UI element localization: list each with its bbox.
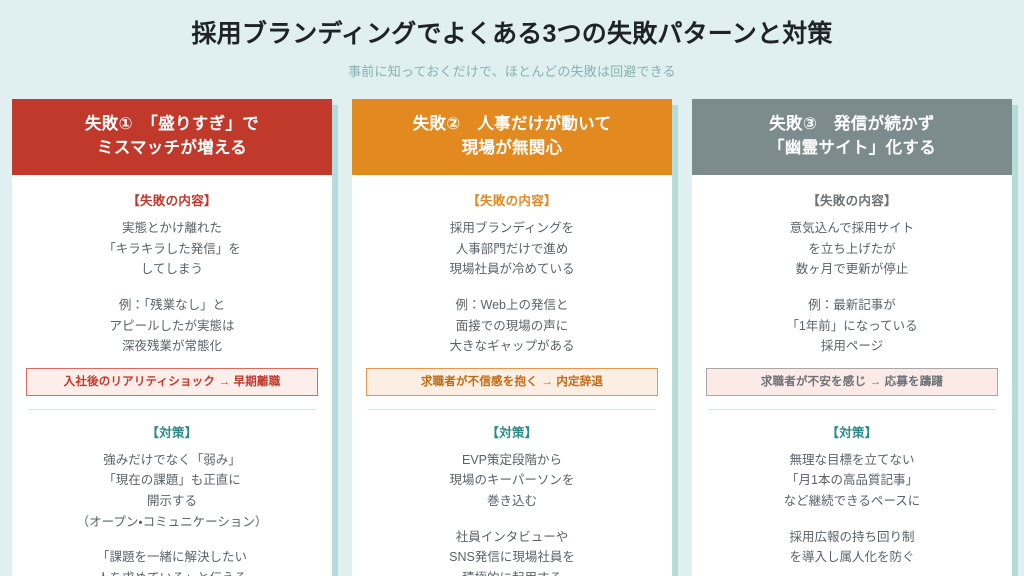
measure-section-label-3: 【対策】 bbox=[826, 425, 878, 440]
failure-section-label-1: 【失敗の内容】 bbox=[127, 194, 217, 208]
measure-description-3b: 採用広報の持ち回り制を導入し属人化を防ぐ bbox=[789, 529, 915, 565]
failure-description-1: 実態とかけ離れた「キラキラした発信」をしてしまう bbox=[103, 221, 241, 277]
section-divider-3 bbox=[708, 408, 996, 410]
card-header-3: 失敗③ 発信が続かず 「幽霊サイト」化する bbox=[692, 98, 1012, 175]
failure-consequence-callout-1: 入社後のリアリティショック → 早期離職 bbox=[26, 367, 318, 396]
failure-example-1: 例：「残業なし」とアピールしたが実態は深夜残業が常態化 bbox=[109, 297, 235, 354]
measure-description-2a: EVP策定段階から現場のキーパーソンを巻き込む bbox=[449, 452, 575, 509]
card-title-line1: 失敗② 人事だけが動いて bbox=[412, 114, 612, 133]
card-title-line2: ミスマッチが増える bbox=[96, 139, 248, 158]
failure-card-2: 失敗② 人事だけが動いて 現場が無関心 【失敗の内容】 採用ブランディングを人事… bbox=[352, 98, 672, 576]
failure-card-3: 失敗③ 発信が続かず 「幽霊サイト」化する 【失敗の内容】 意気込んで採用サイト… bbox=[692, 98, 1012, 576]
failure-card-1: 失敗① 「盛りすぎ」で ミスマッチが増える 【失敗の内容】 実態とかけ離れた「キ… bbox=[12, 98, 332, 576]
page-title: 採用ブランディングでよくある3つの失敗パターンと対策 bbox=[191, 20, 833, 48]
failure-consequence-callout-2: 求職者が不信感を抱く → 内定辞退 bbox=[366, 367, 658, 396]
section-divider-1 bbox=[28, 408, 316, 410]
card-header-1: 失敗① 「盛りすぎ」で ミスマッチが増える bbox=[12, 98, 332, 175]
failure-section-label-3: 【失敗の内容】 bbox=[807, 194, 897, 208]
failure-example-3: 例：最新記事が「1年前」になっている採用ページ bbox=[786, 297, 918, 354]
card-title-line2: 現場が無関心 bbox=[461, 139, 563, 158]
section-divider-2 bbox=[368, 408, 656, 410]
card-title-line1: 失敗① 「盛りすぎ」で bbox=[84, 114, 260, 133]
page-subtitle: 事前に知っておくだけで、ほとんどの失敗は回避できる bbox=[348, 63, 676, 79]
card-body-1: 【失敗の内容】 実態とかけ離れた「キラキラした発信」をしてしまう 例：「残業なし… bbox=[12, 175, 332, 576]
measure-section-label-2: 【対策】 bbox=[486, 425, 538, 440]
failure-pattern-cards: 失敗① 「盛りすぎ」で ミスマッチが増える 【失敗の内容】 実態とかけ離れた「キ… bbox=[0, 80, 1024, 576]
failure-description-3: 意気込んで採用サイトを立ち上げたが数ヶ月で更新が停止 bbox=[789, 221, 915, 277]
card-header-2: 失敗② 人事だけが動いて 現場が無関心 bbox=[352, 98, 672, 175]
measure-description-2b: 社員インタビューやSNS発信に現場社員を積極的に起用する bbox=[449, 529, 575, 576]
card-title-line2: 「幽霊サイト」化する bbox=[768, 139, 936, 158]
measure-description-3a: 無理な目標を立てない「月1本の高品質記事」など継続できるペースに bbox=[783, 452, 921, 509]
failure-description-2: 採用ブランディングを人事部門だけで進め現場社員が冷めている bbox=[449, 221, 575, 277]
failure-consequence-callout-3: 求職者が不安を感じ → 応募を躊躇 bbox=[706, 367, 998, 396]
card-body-2: 【失敗の内容】 採用ブランディングを人事部門だけで進め現場社員が冷めている 例：… bbox=[352, 175, 672, 576]
card-title-line1: 失敗③ 発信が続かず bbox=[769, 114, 935, 133]
card-body-3: 【失敗の内容】 意気込んで採用サイトを立ち上げたが数ヶ月で更新が停止 例：最新記… bbox=[692, 175, 1012, 576]
measure-section-label-1: 【対策】 bbox=[146, 425, 198, 440]
failure-example-2: 例：Web上の発信と面接での現場の声に大きなギャップがある bbox=[449, 297, 575, 354]
slide-header: 採用ブランディングでよくある3つの失敗パターンと対策 事前に知っておくだけで、ほ… bbox=[0, 0, 1024, 80]
measure-description-1b: 「課題を一緒に解決したい人を求めている」と伝える bbox=[96, 550, 247, 576]
failure-section-label-2: 【失敗の内容】 bbox=[467, 194, 557, 208]
measure-description-1a: 強みだけでなく「弱み」「現在の課題」も正直に開示する（オープン・コミュニケーショ… bbox=[76, 452, 268, 529]
